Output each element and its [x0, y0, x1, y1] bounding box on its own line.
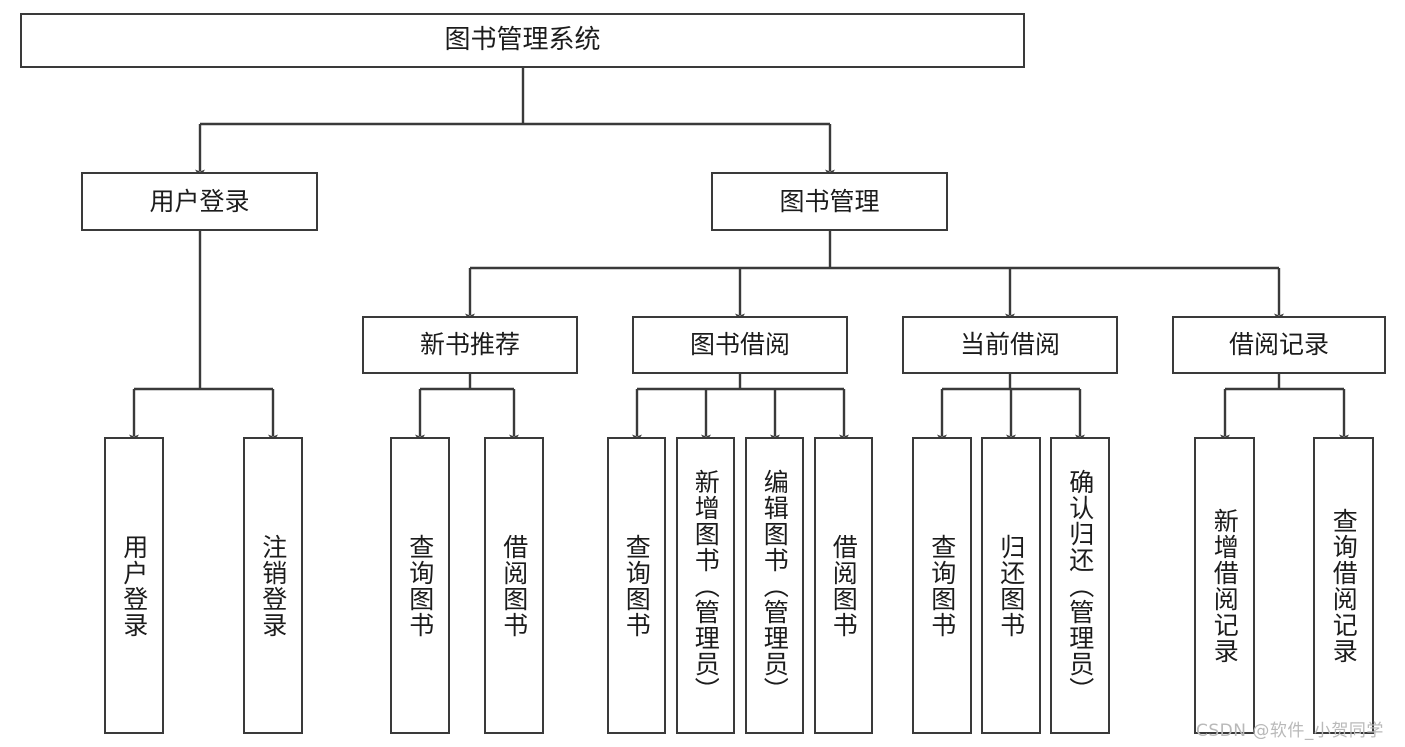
node-borrow-record[interactable]: 借阅记录: [1172, 316, 1386, 374]
node-book-manage[interactable]: 图书管理: [711, 172, 948, 231]
node-leaf-query-book-1[interactable]: 查询图书: [390, 437, 450, 734]
node-label: 新增图书（管理员）: [691, 468, 721, 703]
node-leaf-logout[interactable]: 注销登录: [243, 437, 303, 734]
node-user-login[interactable]: 用户登录: [81, 172, 318, 231]
node-leaf-query-book-3[interactable]: 查询图书: [912, 437, 972, 734]
node-label: 新书推荐: [419, 330, 520, 360]
node-book-borrow[interactable]: 图书借阅: [632, 316, 848, 374]
node-label: 新增借阅记录: [1210, 507, 1240, 664]
node-leaf-borrow-book-2[interactable]: 借阅图书: [814, 437, 873, 734]
node-label: 注销登录: [258, 533, 288, 638]
node-label: 借阅记录: [1228, 330, 1329, 360]
node-label: 当前借阅: [959, 330, 1060, 360]
node-new-book-rec[interactable]: 新书推荐: [362, 316, 578, 374]
node-label: 查询图书: [927, 533, 957, 638]
node-leaf-confirm-return[interactable]: 确认归还（管理员）: [1050, 437, 1110, 734]
node-leaf-return-book[interactable]: 归还图书: [981, 437, 1041, 734]
node-label: 用户登录: [149, 186, 250, 216]
node-label: 图书借阅: [689, 330, 790, 360]
node-label: 查询图书: [622, 533, 652, 638]
node-label: 查询图书: [405, 533, 435, 638]
node-leaf-borrow-book-1[interactable]: 借阅图书: [484, 437, 544, 734]
node-label: 查询借阅记录: [1329, 507, 1359, 664]
node-label: 归还图书: [996, 533, 1026, 638]
node-label: 图书管理系统: [444, 25, 601, 56]
node-label: 编辑图书（管理员）: [760, 468, 790, 703]
node-leaf-add-book[interactable]: 新增图书（管理员）: [676, 437, 735, 734]
node-label: 确认归还（管理员）: [1065, 468, 1095, 703]
node-leaf-user-login[interactable]: 用户登录: [104, 437, 164, 734]
node-label: 借阅图书: [499, 533, 529, 638]
node-root[interactable]: 图书管理系统: [20, 13, 1025, 68]
node-label: 借阅图书: [829, 533, 859, 638]
node-current-borrow[interactable]: 当前借阅: [902, 316, 1118, 374]
node-leaf-add-record[interactable]: 新增借阅记录: [1194, 437, 1255, 734]
node-leaf-edit-book[interactable]: 编辑图书（管理员）: [745, 437, 804, 734]
node-label: 用户登录: [119, 533, 149, 638]
node-leaf-query-record[interactable]: 查询借阅记录: [1313, 437, 1374, 734]
node-leaf-query-book-2[interactable]: 查询图书: [607, 437, 666, 734]
node-label: 图书管理: [779, 186, 880, 216]
